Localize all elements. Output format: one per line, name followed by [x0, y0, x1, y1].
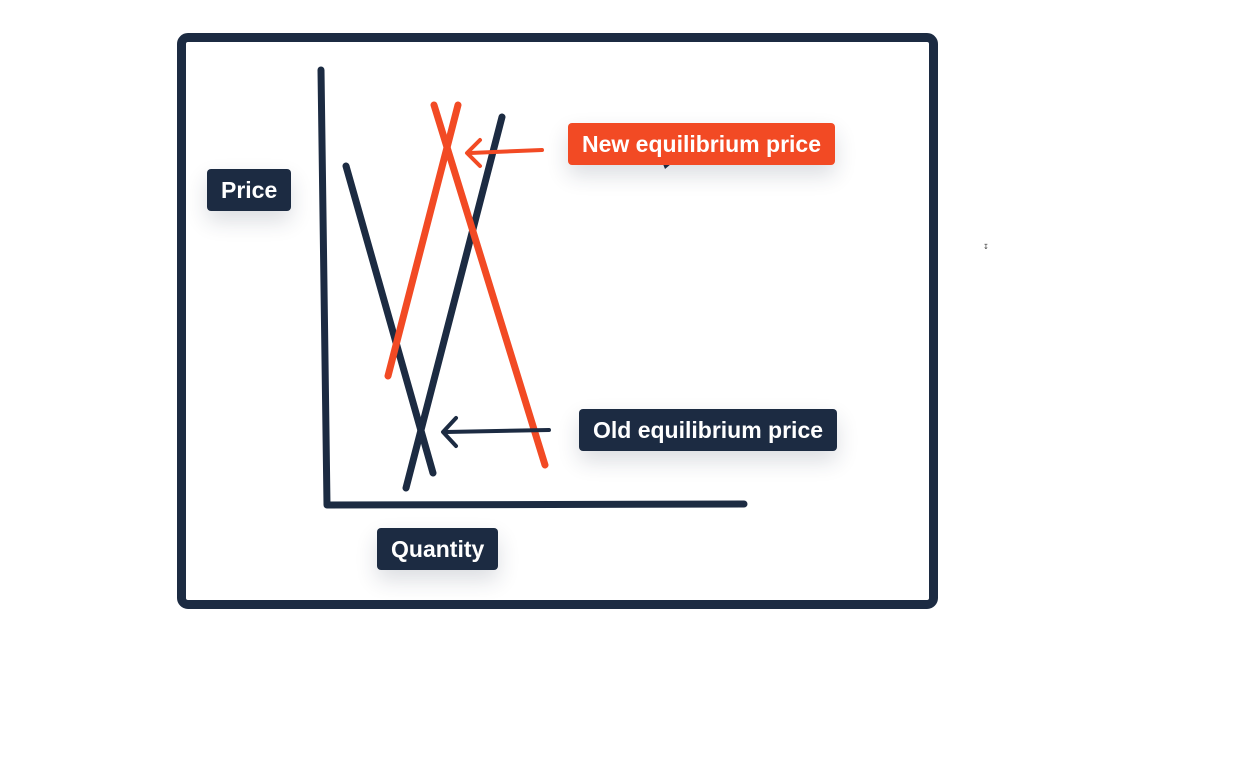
old-equilibrium-label: Old equilibrium price	[579, 409, 838, 451]
new-demand-line	[430, 101, 549, 469]
new-equilibrium-label: New equilibrium price	[568, 123, 835, 165]
stray-mark: ↧	[983, 244, 989, 251]
price-axis-label: Price	[207, 169, 292, 211]
label-pointer-mark	[663, 164, 671, 169]
old-supply-line	[402, 113, 506, 492]
old-equilibrium-arrow	[441, 416, 551, 448]
old-demand-line	[342, 162, 437, 477]
new-equilibrium-arrow	[465, 138, 544, 168]
quantity-axis-label: Quantity	[377, 528, 499, 570]
diagram-frame	[177, 33, 938, 609]
axes	[317, 66, 748, 509]
